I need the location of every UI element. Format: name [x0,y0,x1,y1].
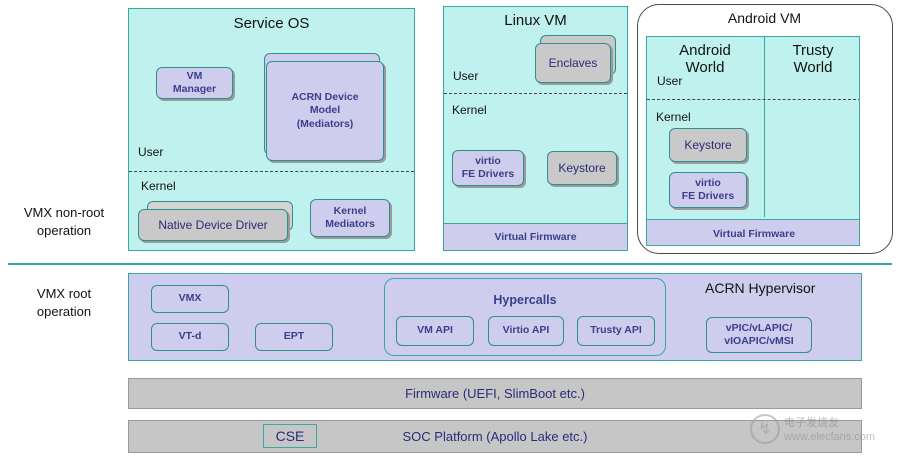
vpic-line2: vIOAPIC/vMSI [724,335,794,347]
kernel-mediators-line1: Kernel [333,204,367,217]
acrn-hypervisor-box: ACRN Hypervisor VMX VT-d EPT Hypercalls … [128,273,862,361]
device-model-box: ACRN Device Model (Mediators) [266,61,384,161]
linux-vm-box: Linux VM Enclaves User Kernel virtio FE … [443,6,628,251]
cse-box: CSE [263,424,317,448]
android-vm-title: Android VM [727,10,802,26]
firmware-label: Firmware (UEFI, SlimBoot etc.) [405,386,585,401]
vmx-root-label: VMX root operation [8,285,120,320]
native-device-driver-box: Native Device Driver [138,209,288,241]
service-os-title: Service OS [233,15,310,32]
service-os-user-kernel-divider [129,171,414,172]
android-keystore-box: Keystore [669,128,747,162]
android-kernel-label: Kernel [656,110,691,124]
android-virtio-line2: FE Drivers [681,190,735,202]
watermark-icon: ↯ [750,414,780,444]
vt-d-box: VT-d [151,323,229,351]
android-world-title: Android World [655,42,755,76]
hypercalls-title: Hypercalls [493,293,557,307]
device-model-line1: ACRN Device [291,91,359,104]
vm-api-box: VM API [396,316,474,346]
android-vm-inner-box: Android World Trusty World User Kernel K… [646,36,860,246]
device-model-line2: Model [309,104,341,117]
linux-vm-title: Linux VM [504,12,567,29]
service-os-kernel-label: Kernel [141,179,176,193]
android-virtio-line1: virtio [695,176,721,189]
android-world-line2: World [685,59,725,76]
ept-box: EPT [255,323,333,351]
vm-manager-line1: VM [186,69,203,82]
watermark-text: 电子发烧友 www.elecfans.com [784,417,876,444]
vmx-box: VMX [151,285,229,313]
linux-virtual-firmware-bar: Virtual Firmware [444,223,627,250]
vpic-vlapic-box: vPIC/vLAPIC/ vIOAPIC/vMSI [706,317,812,353]
android-vm-outer-box: Android VM Android World Trusty World Us… [637,4,893,254]
firmware-bar: Firmware (UEFI, SlimBoot etc.) [128,378,862,409]
trusty-world-line2: World [793,59,833,76]
root-separator-line [8,263,892,265]
watermark-logo: ↯ 电子发烧友 www.elecfans.com [750,410,890,454]
trusty-world-title: Trusty World [767,42,859,76]
soc-platform-label: SOC Platform (Apollo Lake etc.) [402,429,588,444]
linux-virtio-line2: FE Drivers [461,168,515,180]
soc-platform-bar: CSE SOC Platform (Apollo Lake etc.) [128,420,862,453]
linux-vm-kernel-label: Kernel [452,103,487,117]
hypercalls-group: Hypercalls VM API Virtio API Trusty API [384,278,666,356]
trusty-world-line1: Trusty [792,42,834,59]
service-os-box: Service OS VM Manager ACRN Device Model … [128,8,415,251]
vmx-root-line2: operation [36,303,92,319]
worlds-vertical-divider [764,37,765,217]
vmx-root-line1: VMX root [36,286,92,301]
vmx-non-root-line1: VMX non-root [23,205,105,220]
kernel-mediators-line2: Mediators [325,218,375,230]
android-world-line1: Android [679,42,731,59]
android-virtual-firmware-bar: Virtual Firmware [647,219,859,245]
vmx-non-root-line2: operation [36,222,92,238]
linux-virtio-line1: virtio [475,154,501,167]
android-user-kernel-divider [647,99,859,100]
android-virtio-fe-drivers-box: virtio FE Drivers [669,172,747,208]
linux-vm-user-label: User [453,69,479,83]
virtio-api-box: Virtio API [488,316,564,346]
enclaves-box: Enclaves [535,43,611,83]
vmx-non-root-label: VMX non-root operation [8,204,120,239]
kernel-mediators-box: Kernel Mediators [310,199,390,237]
hypervisor-title: ACRN Hypervisor [705,280,816,296]
vm-manager-line2: Manager [172,83,217,95]
linux-vm-user-kernel-divider [444,93,627,94]
trusty-api-box: Trusty API [577,316,655,346]
linux-virtio-fe-drivers-box: virtio FE Drivers [452,150,524,186]
service-os-user-label: User [138,145,164,159]
vpic-line1: vPIC/vLAPIC/ [725,321,793,334]
device-model-line3: (Mediators) [296,117,354,130]
android-user-label: User [657,74,683,88]
linux-keystore-box: Keystore [547,151,617,185]
vm-manager-box: VM Manager [156,67,233,99]
